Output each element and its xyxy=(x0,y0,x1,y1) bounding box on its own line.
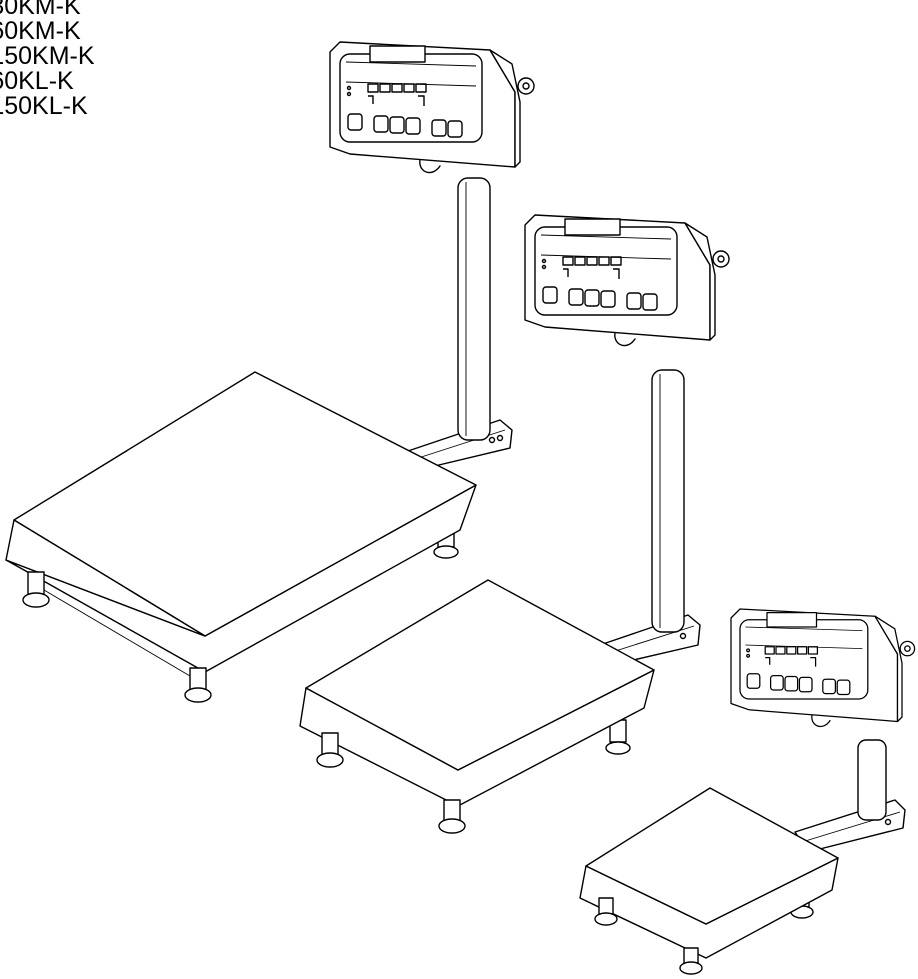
scale-small xyxy=(579,608,916,975)
model-label: -60KL-K xyxy=(0,67,74,95)
model-label: -150KL-K xyxy=(0,92,88,120)
model-list: -30KM-K -60KM-K -150KM-K -60KL-K -150KL-… xyxy=(0,0,95,119)
model-label: -150KM-K xyxy=(0,42,95,70)
model-label: -30KM-K xyxy=(0,0,81,20)
scale-medium xyxy=(299,214,730,834)
model-label: -60KM-K xyxy=(0,17,81,45)
